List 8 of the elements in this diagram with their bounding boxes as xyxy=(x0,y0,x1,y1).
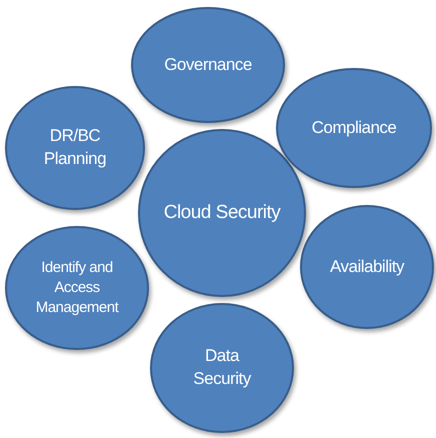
topic-ellipse xyxy=(300,205,434,329)
topic-label: Governance xyxy=(164,54,252,76)
topic-label: Cloud Security xyxy=(164,201,280,226)
topic-label: Identify and Access Management xyxy=(34,258,120,318)
topic-label: Availability xyxy=(330,256,404,278)
topic-label: Data Security xyxy=(192,345,252,390)
topic-label: DR/BC Planning xyxy=(42,125,108,170)
topic-label: Compliance xyxy=(312,116,396,139)
